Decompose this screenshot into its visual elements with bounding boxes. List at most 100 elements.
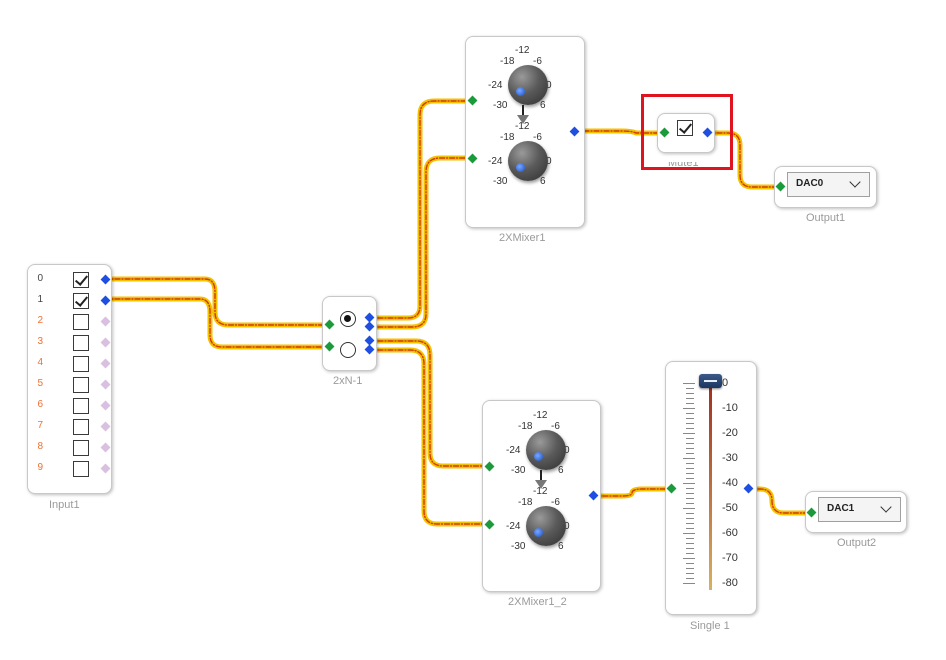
fader-tick [683,583,695,584]
fader-tick [686,423,694,424]
fader-tick [686,443,694,444]
mixer2-scale-label: -24 [506,521,521,532]
fader-tick [686,418,694,419]
selector-caption: 2xN-1 [333,375,363,387]
fader-tick [686,468,694,469]
mixer1-scale-label: -30 [493,100,508,111]
highlight-box [641,94,733,170]
output1-device-value: DAC0 [796,178,824,189]
mixer2-scale-label: -12 [533,410,548,421]
output2-device-value: DAC1 [827,503,855,514]
fader-tick [686,563,694,564]
fader-tick [686,573,694,574]
fader-tick [686,393,694,394]
fader-tick [686,523,694,524]
mixer2-scale-label: 0 [564,521,570,532]
mixer2-scale-label: -30 [511,465,526,476]
mixer1-scale-label: -12 [515,45,530,56]
mixer2-scale-label: -12 [533,486,548,497]
fader-tick [686,528,694,529]
mixer1-scale-label: 0 [546,156,552,167]
mixer1-knob[interactable] [508,141,548,181]
output2-caption: Output2 [837,537,877,549]
mixer1-scale-label: -6 [533,132,542,143]
mixer2-scale-label: 6 [558,465,564,476]
arrow-down-head-icon [517,115,529,124]
input1-channel-checkbox[interactable] [73,272,89,288]
fader-scale-label: -50 [722,502,738,514]
fader-tick [686,513,694,514]
fader-tick [686,388,694,389]
input1-channel-checkbox[interactable] [73,356,89,372]
output1-device-select[interactable]: DAC0 [787,172,870,197]
fader-tick [686,548,694,549]
mixer2-scale-label: -6 [551,421,560,432]
fader-tick [683,383,695,384]
input1-channel-index: 3 [37,336,43,347]
mixer1-knob[interactable] [508,65,548,105]
fader-caption: Single 1 [690,620,730,632]
output2-device-select[interactable]: DAC1 [818,497,901,522]
mixer2-scale-label: 6 [558,541,564,552]
selector-option-0-radio[interactable] [340,311,356,327]
input1-channel-checkbox[interactable] [73,461,89,477]
fader-tick [686,498,694,499]
fader-tick [686,453,694,454]
input1-channel-index: 7 [37,420,43,431]
fader-tick [686,553,694,554]
mixer1-scale-label: -18 [500,56,515,67]
wire-input0-to-selector [102,276,333,328]
input1-channel-index: 9 [37,462,43,473]
mixer1-scale-label: -30 [493,176,508,187]
input1-channel-checkbox[interactable] [73,419,89,435]
fader-tick [686,473,694,474]
mute-checkbox[interactable] [677,120,693,136]
fader-tick [686,568,694,569]
fader-tick [683,433,695,434]
fader-scale-label: -30 [722,452,738,464]
arrow-down-icon [522,105,524,117]
input1-channel-checkbox[interactable] [73,293,89,309]
input1-channel-checkbox[interactable] [73,314,89,330]
fader-scale-label: -60 [722,527,738,539]
chevron-down-icon [849,176,861,188]
fader-track[interactable] [709,385,712,590]
fader-handle[interactable] [699,374,722,388]
fader-tick [686,478,694,479]
mute-caption: Mute1 [668,157,699,169]
fader-tick [683,483,695,484]
mixer2-knob[interactable] [526,430,566,470]
input1-channel-checkbox[interactable] [73,377,89,393]
input1-block[interactable] [27,264,112,494]
input1-channel-checkbox[interactable] [73,440,89,456]
fader-scale-label: -20 [722,427,738,439]
fader-tick [686,493,694,494]
mixer1-scale-label: -24 [488,80,503,91]
fader-tick [683,508,695,509]
fader-tick [686,448,694,449]
fader-scale-label: -80 [722,577,738,589]
fader-tick [686,463,694,464]
input1-channel-checkbox[interactable] [73,335,89,351]
input1-channel-checkbox[interactable] [73,398,89,414]
mixer2-knob[interactable] [526,506,566,546]
mixer1-scale-label: -24 [488,156,503,167]
fader-tick [683,558,695,559]
mixer1-scale-label: -12 [515,121,530,132]
input1-channel-index: 6 [37,399,43,410]
selector-option-1-radio[interactable] [340,342,356,358]
fader-scale-label: -40 [722,477,738,489]
fader-tick [683,408,695,409]
selector-block[interactable] [322,296,377,371]
fader-tick [686,538,694,539]
fader-scale-label: -10 [722,402,738,414]
wire-selector-to-mixer2-a [365,338,492,469]
mixer1-scale-label: 0 [546,80,552,91]
fader-tick [686,413,694,414]
input1-channel-index: 1 [37,294,43,305]
fader-scale-label: -70 [722,552,738,564]
output1-caption: Output1 [806,212,846,224]
chevron-down-icon [880,501,892,513]
fader-tick [686,518,694,519]
